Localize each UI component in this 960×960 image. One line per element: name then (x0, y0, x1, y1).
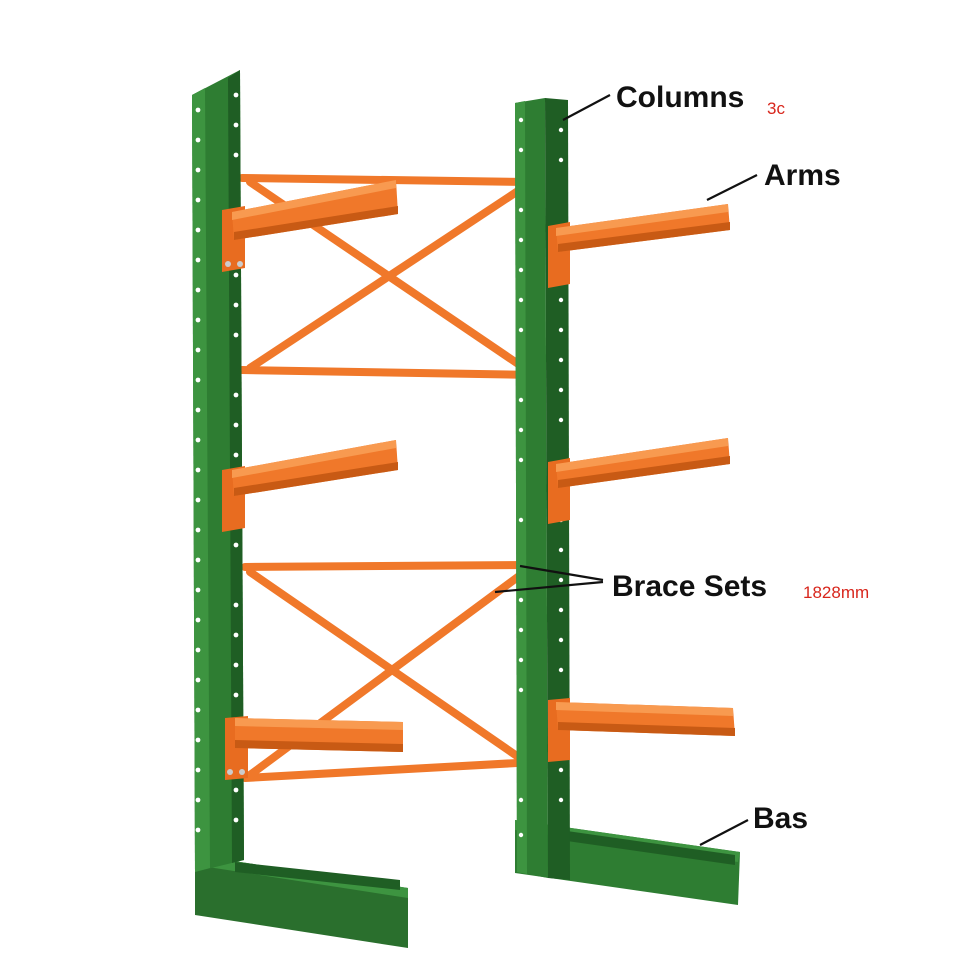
brace-sets-label: Brace Sets (612, 570, 767, 603)
brace-sets-note: 1828mm (803, 583, 869, 602)
right-base (515, 820, 740, 905)
left-column (192, 70, 244, 872)
left-base (195, 855, 408, 948)
left-arm-bottom (225, 716, 403, 780)
base-leader (699, 819, 749, 846)
left-arm-middle (222, 440, 398, 532)
right-arm-middle (548, 438, 730, 524)
left-column-holes (195, 92, 239, 833)
arms-leader (706, 174, 758, 201)
right-column-holes (518, 117, 564, 838)
columns-leader (562, 94, 611, 121)
arms-label: Arms (764, 159, 841, 192)
brace-sets-leader-upper (519, 564, 604, 582)
leader-lines (494, 94, 758, 846)
right-arm-top (548, 204, 730, 288)
right-arm-bottom (548, 698, 735, 762)
columns-label: Columns (616, 81, 744, 114)
columns-note: 3c (767, 99, 785, 118)
base-label: Bas (753, 802, 808, 835)
left-arm-top (222, 180, 398, 272)
brace-sets-leader-lower (494, 580, 604, 594)
